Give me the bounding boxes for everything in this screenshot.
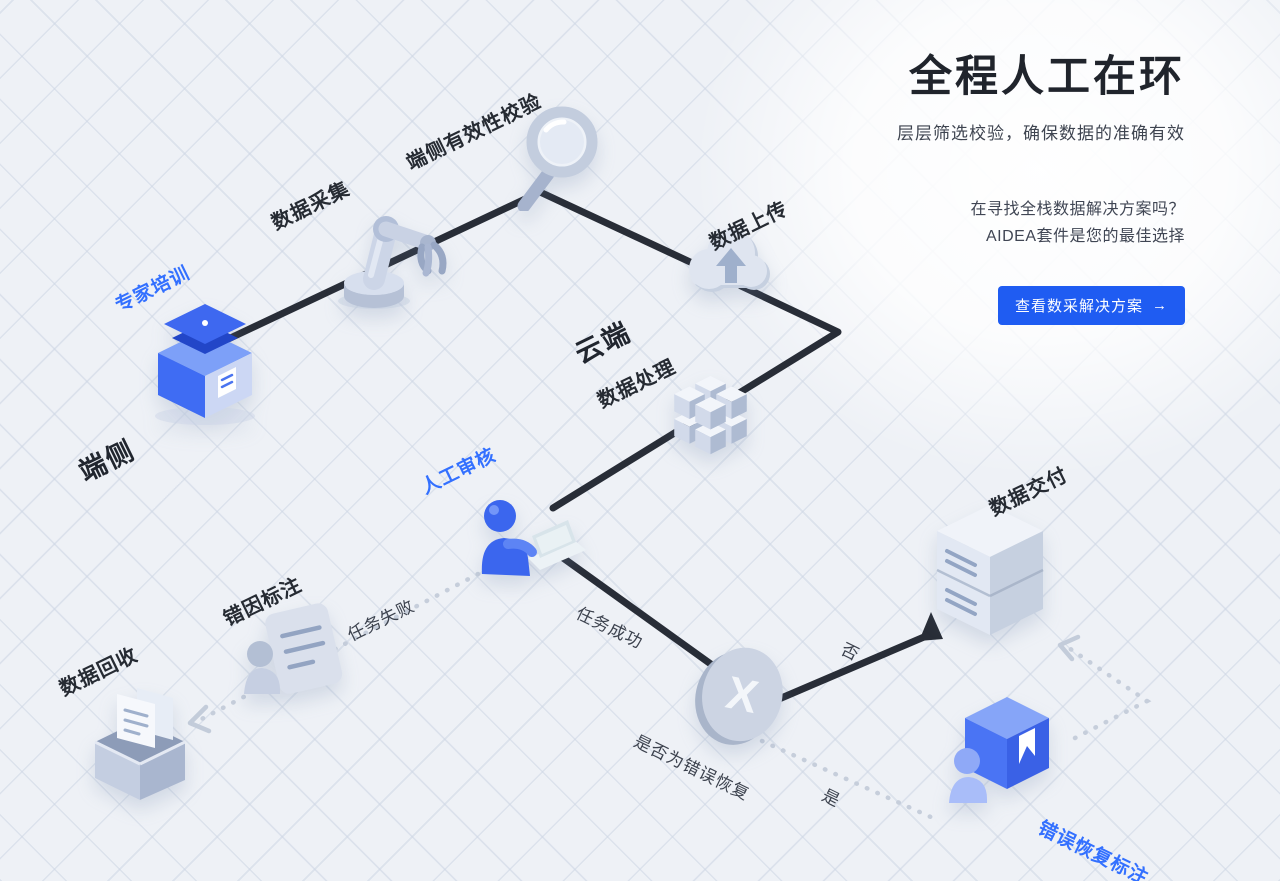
page-title: 全程人工在环 xyxy=(909,53,1185,101)
chevron-to-recycle-icon xyxy=(187,704,212,734)
chevron-to-delivery-icon xyxy=(1057,634,1081,662)
bookmark-ribbon-icon xyxy=(1019,728,1035,764)
hero-promo: 在寻找全栈数据解决方案吗？ AIDEA套件是您的最佳选择 xyxy=(897,196,1185,250)
flow-branch-no xyxy=(768,630,935,706)
arrow-right-icon: → xyxy=(1152,297,1168,315)
error-cause-annotation-icon xyxy=(244,603,343,694)
flow-task-success xyxy=(541,541,744,689)
promo-line-2: AIDEA套件是您的最佳选择 xyxy=(985,228,1185,246)
hero-panel: 全程人工在环 层层筛选校验，确保数据的准确有效 在寻找全栈数据解决方案吗？ AI… xyxy=(897,42,1185,326)
magnifier-icon xyxy=(517,106,598,211)
flow-task-failed-dotted xyxy=(193,571,481,725)
human-review-person-icon xyxy=(481,500,586,576)
data-recycle-box-icon xyxy=(94,688,186,800)
data-processing-cubes-icon xyxy=(674,376,747,455)
expert-training-podium-icon xyxy=(155,304,255,425)
robot-arm-icon xyxy=(338,216,447,309)
decision-node-icon: X xyxy=(695,647,783,745)
flow-recovery-to-delivery-dotted xyxy=(1063,643,1152,741)
arrowhead-to-delivery-icon xyxy=(919,612,943,641)
data-delivery-server-icon xyxy=(936,505,1044,635)
flow-branch-yes-dotted xyxy=(759,738,936,821)
hero-subtitle: 层层筛选校验，确保数据的准确有效 xyxy=(897,124,1185,143)
cta-view-solution-button[interactable]: 查看数采解决方案 → xyxy=(997,286,1185,326)
promo-line-1: 在寻找全栈数据解决方案吗？ xyxy=(970,201,1185,218)
error-recovery-annotation-icon xyxy=(949,697,1049,803)
cta-label: 查看数采解决方案 xyxy=(1014,298,1143,316)
